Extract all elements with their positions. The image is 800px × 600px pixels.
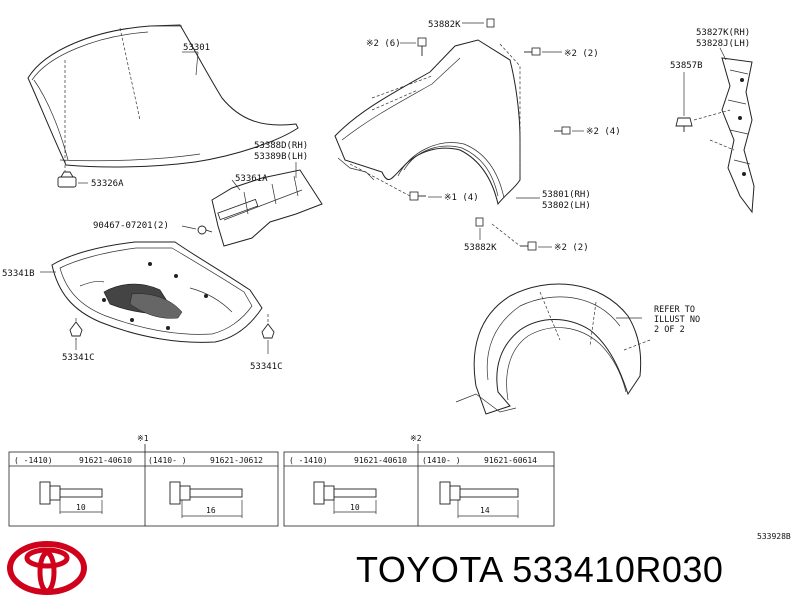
bolt-icon: [524, 47, 541, 56]
refer-note-line-2: ILLUST NO: [654, 315, 700, 325]
label-fender-clip-top: 53882K: [428, 20, 461, 30]
label-bolt-bottom: ※2 (2): [554, 243, 589, 253]
illustration-code: 533928B: [757, 532, 791, 541]
footer-title: TOYOTA 533410R030: [356, 548, 723, 592]
table-1-length-1: 10: [76, 503, 86, 512]
label-bracket-lh: 53828J(LH): [696, 39, 750, 49]
clip-icon: [57, 171, 77, 188]
label-seal-rh: 53388D(RH): [254, 141, 308, 151]
table-2-range-1: ( -1410): [289, 456, 328, 465]
bolt-icon: [169, 481, 243, 505]
label-bracket-clip: 53857B: [670, 61, 703, 71]
label-hood-insulator: 53341B: [2, 269, 35, 279]
bracket-illustration: [693, 57, 755, 214]
label-insulator-clip-left: 53341C: [62, 353, 95, 363]
table-marker-1: ※1: [137, 434, 149, 443]
table-1-range-1: ( -1410): [14, 456, 53, 465]
label-fender-clip-bottom: 53882K: [464, 243, 497, 253]
bolt-icon: [417, 37, 427, 56]
label-bracket-rh: 53827K(RH): [696, 28, 750, 38]
clip-icon: [69, 321, 83, 337]
label-seal-retainer: 53361A: [235, 174, 268, 184]
bolt-table-1: ※1 ( -1410) 91621-40610 (1410- ) 91621-J…: [8, 434, 279, 527]
table-2-length-1: 10: [350, 503, 360, 512]
clip-icon: [475, 217, 484, 227]
bolt-table-2: ※2 ( -1410) 91621-40610 (1410- ) 91621-6…: [283, 434, 555, 527]
label-fender-rh: 53801(RH): [542, 190, 591, 200]
hood-seal-illustration: [211, 169, 323, 247]
table-1-length-2: 16: [206, 506, 216, 515]
bolt-icon: [409, 191, 426, 201]
fender-illustration: [334, 39, 521, 247]
refer-note-line-3: 2 OF 2: [654, 325, 685, 335]
label-bolt-top-left: ※2 (6): [366, 39, 401, 49]
part-number: 533410R030: [512, 549, 724, 590]
label-bolt-fender-lower: ※1 (4): [444, 193, 479, 203]
bolt-icon: [520, 241, 537, 251]
table-2-part-1: 91621-40610: [354, 456, 407, 465]
clip-icon: [486, 18, 495, 28]
fender-liner-illustration: [455, 283, 651, 415]
bolt-icon: [197, 225, 213, 235]
hood-insulator-illustration: [51, 241, 263, 343]
label-seal-lh: 53389B(LH): [254, 152, 308, 162]
hood-illustration: [27, 24, 299, 172]
label-hood-clip: 53326A: [91, 179, 124, 189]
table-1-part-1: 91621-40610: [79, 456, 132, 465]
refer-note-line-1: REFER TO: [654, 305, 695, 315]
clip-icon: [261, 323, 275, 339]
table-2-part-2: 91621-60614: [484, 456, 537, 465]
clip-icon: [675, 117, 693, 132]
label-bolt-top-right: ※2 (2): [564, 49, 599, 59]
label-fender-lh: 53802(LH): [542, 201, 591, 211]
label-bolt-ref: 90467-07201(2): [93, 221, 169, 231]
bolt-icon: [39, 481, 103, 505]
bolt-icon: [439, 481, 519, 505]
brand-name: TOYOTA: [356, 549, 502, 590]
toyota-logo: [7, 541, 87, 595]
table-2-length-2: 14: [480, 506, 490, 515]
label-insulator-clip-right: 53341C: [250, 362, 283, 372]
table-1-part-2: 91621-J0612: [210, 456, 263, 465]
table-1-range-2: (1410- ): [148, 456, 187, 465]
bolt-icon: [554, 126, 571, 135]
bolt-icon: [313, 481, 377, 505]
label-hood: 53301: [183, 43, 210, 53]
table-2-range-2: (1410- ): [422, 456, 461, 465]
table-marker-2: ※2: [410, 434, 422, 443]
label-bolt-mid-right: ※2 (4): [586, 127, 621, 137]
